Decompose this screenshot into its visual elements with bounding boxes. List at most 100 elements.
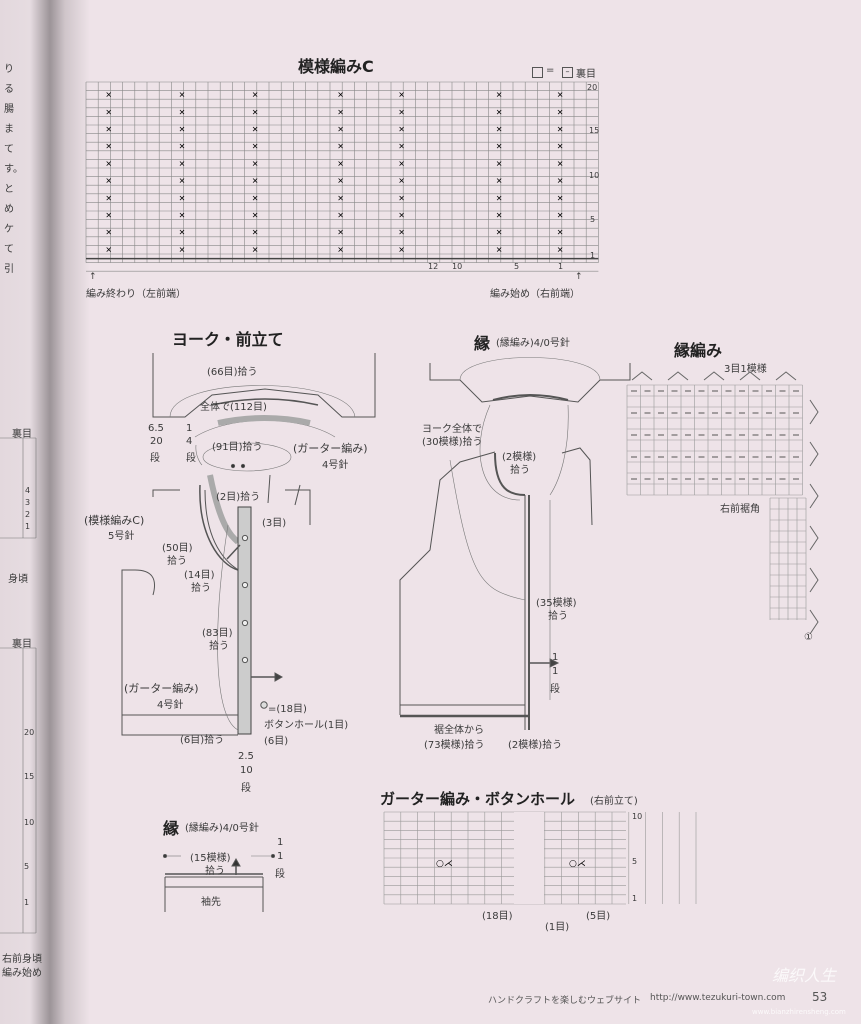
edging-chart-title: 縁編み [674, 341, 723, 360]
blank-cell-icon [532, 67, 543, 78]
row-number-10: 10 [589, 171, 600, 180]
margin-row-10: 10 [24, 818, 35, 827]
dim-4: 4 [186, 436, 193, 447]
buttonhole-title-sub: (右前立て) [590, 796, 638, 807]
col-number-10: 10 [452, 262, 463, 271]
col-number-5: 5 [514, 262, 520, 271]
crochet-side-arc [809, 399, 819, 425]
cable-cross-mark: ✕ [105, 108, 112, 117]
pick-91: (91目)拾う [212, 442, 263, 453]
pick-35: (35模様) [536, 598, 577, 609]
label-knit-end: 編み終わり（左前端） [86, 289, 186, 300]
edging-repeat: 3目1模様 [724, 364, 767, 375]
garter-needle: 4号針 [322, 460, 349, 471]
cable-cross-mark: ✕ [398, 245, 405, 254]
pick-50-b: 拾う [167, 556, 187, 567]
cable-cross-mark: ✕ [398, 142, 405, 151]
crochet-arc [775, 371, 797, 381]
margin-line: ケて [4, 224, 14, 255]
cable-cross-mark: ✕ [105, 228, 112, 237]
cable-cross-mark: ✕ [179, 211, 186, 220]
yoke-pick-1: ヨーク全体で [422, 424, 482, 435]
cable-cross-mark: ✕ [496, 108, 503, 117]
edge-dim-1: 1 [552, 652, 559, 663]
cable-cross-mark: ✕ [179, 91, 186, 100]
bh-row-1: 1 [632, 894, 638, 903]
cable-cross-mark: ✕ [496, 142, 503, 151]
cable-cross-mark: ✕ [337, 211, 344, 220]
sleeve-dim-1: 1 [277, 837, 284, 848]
total-112: 全体で(112目) [200, 402, 267, 413]
cable-cross-mark: ✕ [337, 159, 344, 168]
crochet-side-arc [809, 441, 819, 467]
cable-cross-mark: ✕ [179, 177, 186, 186]
margin-label-body: 身頃 [8, 574, 28, 585]
cable-cross-mark: ✕ [557, 125, 564, 134]
pick-2-models-b: 拾う [510, 465, 530, 476]
margin-row-3: 3 [25, 498, 31, 507]
yoke-pick-2: (30模様)拾う [422, 437, 483, 448]
cable-cross-mark: ✕ [179, 194, 186, 203]
edge-dim-dan: 段 [550, 684, 560, 695]
edge-dim-1b: 1 [552, 666, 559, 677]
cable-cross-mark: ✕ [398, 108, 405, 117]
margin-line: り [4, 64, 14, 75]
cable-cross-mark: ✕ [105, 125, 112, 134]
cable-cross-mark: ✕ [496, 177, 503, 186]
cable-cross-mark: ✕ [105, 194, 112, 203]
cable-cross-mark: ✕ [337, 177, 344, 186]
crochet-side-arc [809, 483, 819, 509]
cable-cross-mark: ✕ [496, 228, 503, 237]
sleeve-edge-title-sub: (縁編み)4/0号針 [185, 823, 259, 834]
cable-cross-mark: ✕ [337, 194, 344, 203]
margin-row-5: 5 [24, 862, 30, 871]
watermark-url: www.bianzhirensheng.com [752, 1008, 846, 1016]
watermark-logo: 编织人生 [772, 966, 837, 985]
cable-cross-mark: ✕ [557, 211, 564, 220]
crochet-side-arc [809, 609, 819, 635]
margin-line: とめ [4, 184, 14, 215]
hem-pick-1: 裾全体から [434, 725, 484, 736]
garter2-label: (ガーター編み) [124, 682, 199, 695]
footer-url[interactable]: http://www.tezukuri-town.com [650, 993, 786, 1003]
pick-14-a: (14目) [184, 570, 215, 581]
edge-title: 縁 [474, 334, 491, 353]
pick-6: (6目)拾う [180, 735, 225, 746]
buttonhole-title: ガーター編み・ボタンホール [380, 790, 576, 808]
dim-dan-2: 段 [186, 453, 196, 464]
yoke-drawing [121, 353, 376, 736]
margin-row-1: 1 [25, 522, 31, 531]
pick-2-models: (2模様) [502, 452, 537, 463]
cable-cross-mark: ✕ [398, 125, 405, 134]
footer-site-text: ハンドクラフトを楽しむウェブサイト [488, 996, 642, 1006]
cable-cross-mark: ✕ [252, 177, 259, 186]
cable-cross-mark: ✕ [179, 245, 186, 254]
pick-14-b: 拾う [191, 583, 211, 594]
cable-cross-mark: ✕ [337, 108, 344, 117]
cable-cross-mark: ✕ [398, 211, 405, 220]
sleeve-dim-dan: 段 [275, 869, 285, 880]
chart-c-grid: ✕✕✕✕✕✕✕✕✕✕✕✕✕✕✕✕✕✕✕✕✕✕✕✕✕✕✕✕✕✕✕✕✕✕✕✕✕✕✕✕… [85, 81, 599, 272]
sleeve-pick-15: (15模様) [190, 853, 231, 864]
stitch-6: (6目) [264, 736, 289, 747]
margin-line: 引 [4, 264, 14, 275]
margin-label-start-1: 右前身頃 [2, 954, 42, 965]
cable-cross-mark: ✕ [179, 228, 186, 237]
pattern-c-label: (模様編みC) [84, 514, 145, 527]
cuff-label: 袖先 [201, 897, 221, 908]
cable-cross-mark: ✕ [557, 142, 564, 151]
sleeve-edge-drawing [163, 854, 275, 912]
cable-cross-mark: ✕ [105, 142, 112, 151]
row-number-5: 5 [590, 215, 596, 224]
cable-cross-mark: ✕ [252, 91, 259, 100]
cable-cross-mark: ✕ [557, 108, 564, 117]
bh-st-18: (18目) [482, 911, 513, 922]
cable-cross-mark: ✕ [337, 91, 344, 100]
sleeve-pick: 拾う [205, 866, 225, 877]
col-number-1: 1 [558, 262, 564, 271]
chart-c-title: 模様編みC [298, 57, 374, 76]
garter2-needle: 4号針 [157, 700, 184, 711]
cable-cross-mark: ✕ [252, 125, 259, 134]
dim-2-5: 2.5 [238, 751, 254, 762]
cable-cross-mark: ✕ [398, 194, 405, 203]
